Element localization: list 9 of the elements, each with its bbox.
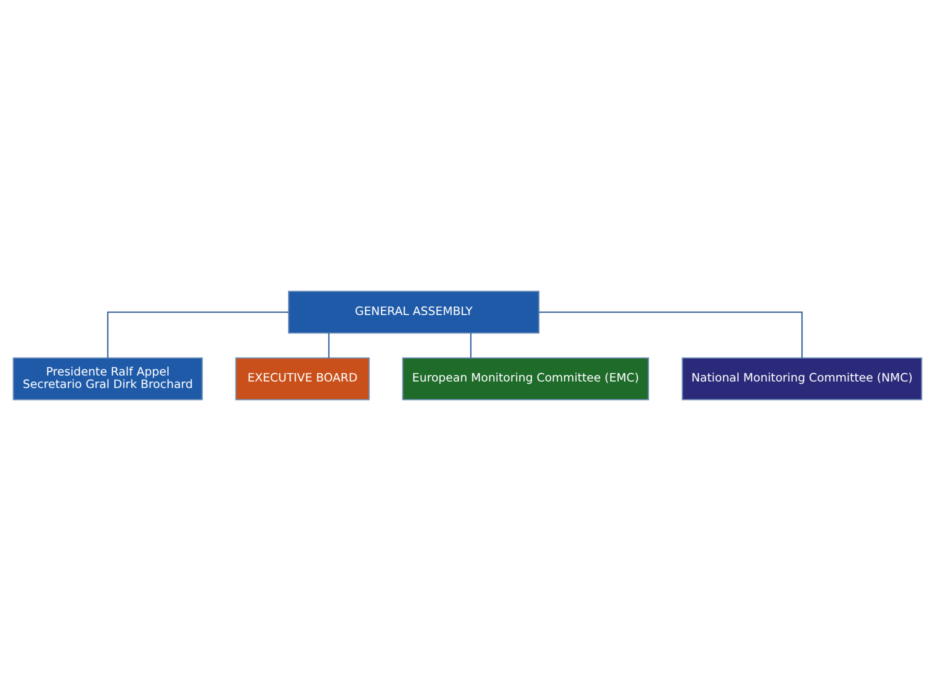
connector	[328, 332, 330, 358]
node-box: GENERAL ASSEMBLY	[288, 290, 540, 334]
node-box: EXECUTIVE BOARD	[235, 356, 370, 400]
connector	[539, 311, 803, 358]
node-box: Presidente Ralf Appel Secretario Gral Dirk Brochard	[12, 356, 203, 400]
node-box: European Monitoring Committee (EMC)	[402, 356, 650, 400]
connector	[107, 311, 288, 358]
connector	[470, 332, 472, 358]
node-box: National Monitoring Committee (NMC)	[682, 356, 922, 400]
